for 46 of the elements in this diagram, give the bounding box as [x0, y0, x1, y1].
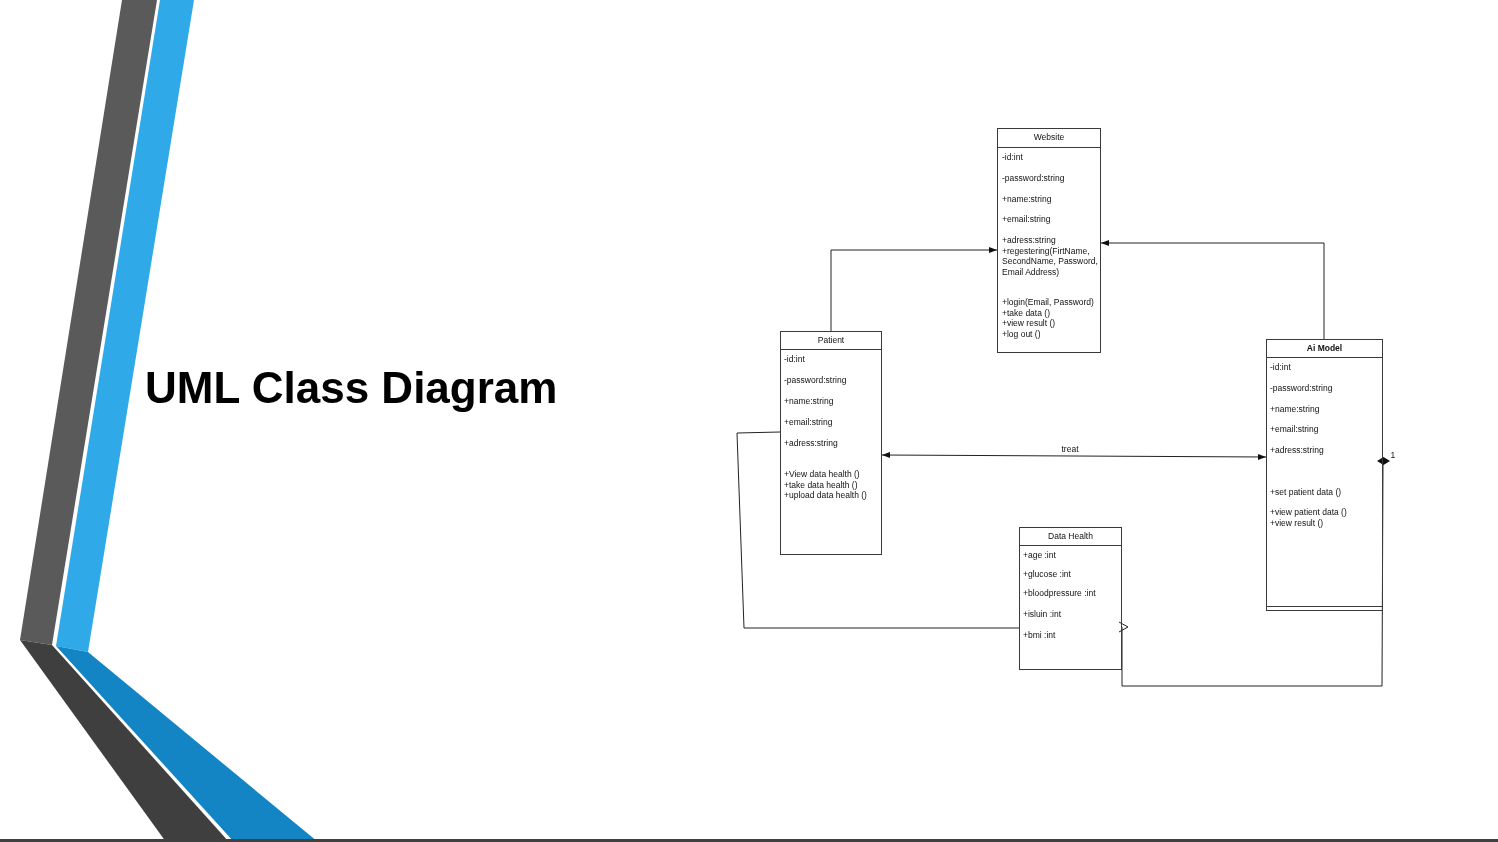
class-member: +login(Email, Password): [1002, 297, 1095, 308]
class-member: +email:string: [1270, 424, 1320, 435]
arrow: [830, 247, 998, 332]
class-member: +name:string: [1002, 194, 1053, 205]
class-member: -password:string: [784, 375, 848, 386]
class-member: +view result (): [1002, 318, 1057, 329]
class-member: +age :int: [1023, 550, 1057, 561]
double-arrow: [881, 452, 1267, 460]
class-box: [1019, 527, 1122, 670]
class-member: +regestering(FirtName, SecondName, Password, Email Address): [1002, 246, 1098, 278]
class-member: +bloodpressure :int: [1023, 588, 1097, 599]
class-name: Website: [1032, 132, 1066, 143]
class-name: Data Health: [1047, 531, 1094, 542]
class-name: Ai Model: [1305, 343, 1344, 354]
class-member: +adress:string: [784, 438, 839, 449]
arrow: [1100, 240, 1325, 340]
class-member: +take data (): [1002, 308, 1051, 319]
class-box: [997, 128, 1101, 353]
connector-line: [736, 431, 1020, 629]
class-member: -id:int: [1002, 152, 1024, 163]
class-member: +View data health (): [784, 469, 861, 480]
multiplicity-label: 1: [1389, 450, 1397, 460]
class-member: +view patient data (): [1270, 507, 1348, 518]
class-member: +glucose :int: [1023, 569, 1072, 580]
class-member: +take data health (): [784, 480, 859, 491]
class-member: -password:string: [1270, 383, 1334, 394]
class-member: +adress:string: [1270, 445, 1325, 456]
class-member: +adress:string: [1002, 235, 1057, 246]
class-member: +set patient data (): [1270, 487, 1343, 498]
class-member: +view result (): [1270, 518, 1325, 529]
class-member: +email:string: [784, 417, 834, 428]
class-member: +name:string: [1270, 404, 1321, 415]
slide-title: UML Class Diagram: [145, 362, 558, 414]
class-member: -id:int: [784, 354, 806, 365]
edge-label: treat: [1060, 444, 1080, 454]
class-member: +upload data health (): [784, 490, 868, 501]
class-name: Patient: [816, 335, 846, 346]
class-member: +name:string: [784, 396, 835, 407]
class-member: +email:string: [1002, 214, 1052, 225]
class-member: +log out (): [1002, 329, 1042, 340]
class-box: [780, 331, 882, 555]
class-member: +isluin :int: [1023, 609, 1063, 620]
class-member: -password:string: [1002, 173, 1066, 184]
class-member: +bmi :int: [1023, 630, 1057, 641]
class-member: -id:int: [1270, 362, 1292, 373]
class-box: [1266, 339, 1383, 611]
